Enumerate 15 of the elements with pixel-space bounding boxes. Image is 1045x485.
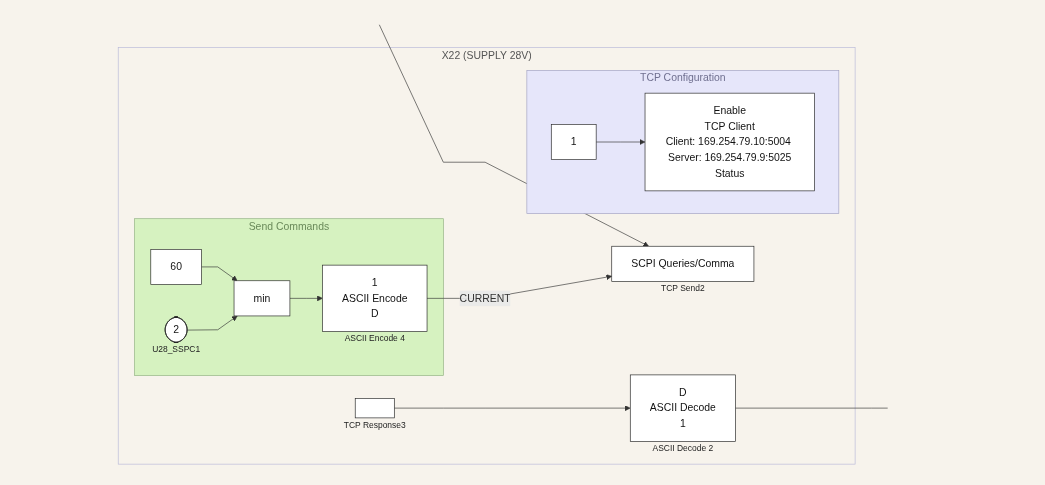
edge-label: CURRENT <box>459 292 511 304</box>
node-label: ASCII Encode 4 <box>344 333 405 344</box>
node-box: 60 <box>150 249 202 285</box>
node-box: 1 ASCII Encode D <box>322 264 428 332</box>
connector <box>735 407 888 409</box>
node-box: Enable TCP Client Client: 169.254.79.10:5004 Server: 169.254.79.9:5025 Status <box>644 92 815 192</box>
node-box: 1 <box>550 124 597 160</box>
node-box: SCPI Queries/Comma <box>611 245 755 282</box>
node-label: TCP Send2 <box>661 283 705 294</box>
node-label: TCP Response3 <box>343 419 406 430</box>
node-label: ASCII Decode 2 <box>652 443 714 454</box>
node-box <box>354 398 395 419</box>
node-label: U28_SSPC1 <box>152 344 201 355</box>
node-box: min <box>233 280 291 317</box>
node-box: D ASCII Decode 1 <box>629 374 736 442</box>
